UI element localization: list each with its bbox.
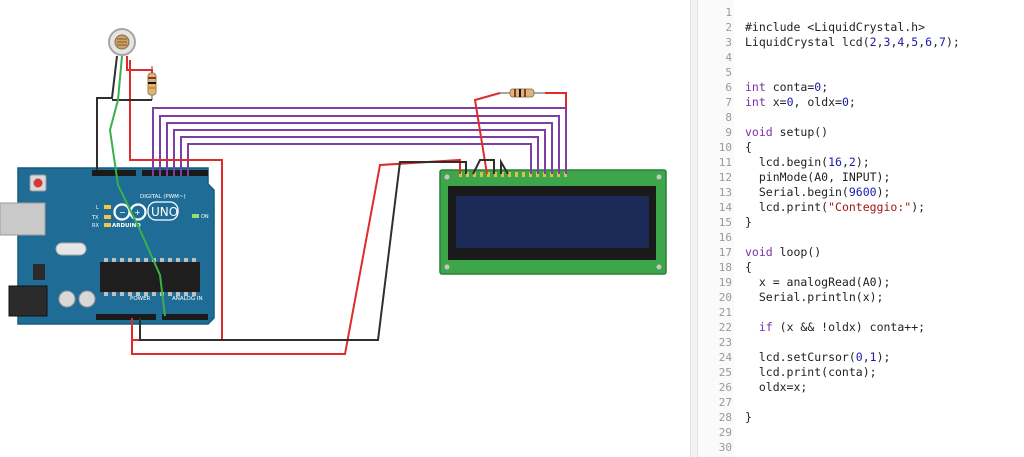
code-line[interactable]: LiquidCrystal lcd(2,3,4,5,6,7); [745, 35, 960, 49]
led-tx [104, 215, 111, 219]
power-header-label: POWER [130, 296, 151, 302]
model-label: UNO [151, 205, 178, 219]
usb-connector [0, 202, 46, 236]
line-number: 9 [725, 126, 732, 139]
label-on: ON [201, 214, 209, 220]
green-wire[interactable] [108, 55, 166, 317]
digital-header-left[interactable] [92, 170, 136, 176]
crystal [55, 242, 87, 256]
code-line[interactable]: oldx=x; [745, 380, 808, 394]
line-number: 30 [718, 441, 732, 454]
line-number: 4 [725, 51, 732, 64]
code-line[interactable]: Serial.println(x); [745, 290, 884, 304]
mount-hole [656, 174, 662, 180]
line-number: 1 [725, 6, 732, 19]
label-l: L [96, 205, 99, 211]
code-line[interactable]: } [745, 410, 752, 424]
atmega-chip [100, 262, 200, 292]
code-line[interactable]: x = analogRead(A0); [745, 275, 891, 289]
reset-button-cap[interactable] [33, 178, 43, 188]
line-number: 21 [718, 306, 732, 319]
arduino-uno-board[interactable]: L TX RX ON − + UNO ARDUINO DIGITAL (PWM~… [0, 167, 215, 325]
svg-text:+: + [134, 208, 141, 217]
line-number: 23 [718, 336, 732, 349]
uno-badge [147, 201, 179, 221]
line-number: 10 [718, 141, 732, 154]
black-wires[interactable] [96, 55, 509, 341]
analog-header[interactable] [162, 314, 208, 320]
line-number: 29 [718, 426, 732, 439]
digital-header-label: DIGITAL (PWM~) [140, 194, 186, 200]
led-l [104, 205, 111, 209]
code-line[interactable]: lcd.print("Conteggio:"); [745, 200, 926, 214]
line-number: 20 [718, 291, 732, 304]
led-rx [104, 223, 111, 227]
line-number: 6 [725, 81, 732, 94]
lcd-pins[interactable] [459, 172, 567, 177]
analog-header-label: ANALOG IN [172, 296, 203, 302]
line-number: 24 [718, 351, 732, 364]
line-number: 25 [718, 366, 732, 379]
code-line[interactable]: lcd.begin(16,2); [745, 155, 870, 169]
code-line[interactable]: lcd.setCursor(0,1); [745, 350, 891, 364]
line-number: 7 [725, 96, 732, 109]
circuit-diagram[interactable]: L TX RX ON − + UNO ARDUINO DIGITAL (PWM~… [0, 0, 690, 457]
lcd-16x2-module[interactable] [439, 169, 667, 275]
code-line[interactable]: void setup() [745, 125, 829, 139]
lcd-screen [456, 196, 649, 248]
line-number: 16 [718, 231, 732, 244]
line-number: 27 [718, 396, 732, 409]
code-line[interactable]: void loop() [745, 245, 822, 259]
code-line[interactable]: #include <LiquidCrystal.h> [745, 20, 926, 34]
line-number: 28 [718, 411, 732, 424]
line-number: 19 [718, 276, 732, 289]
power-jack [8, 285, 48, 317]
panel-splitter[interactable] [690, 0, 698, 457]
mount-hole [444, 174, 450, 180]
resistor-pulldown[interactable] [147, 66, 157, 100]
power-header[interactable] [96, 314, 156, 320]
line-number: 18 [718, 261, 732, 274]
line-number: 13 [718, 186, 732, 199]
line-number: 11 [718, 156, 732, 169]
code-line[interactable]: lcd.print(conta); [745, 365, 877, 379]
line-number: 22 [718, 321, 732, 334]
line-number: 5 [725, 66, 732, 79]
label-rx: RX [92, 223, 99, 229]
line-number: 26 [718, 381, 732, 394]
circuit-canvas[interactable]: L TX RX ON − + UNO ARDUINO DIGITAL (PWM~… [0, 0, 690, 457]
code-line[interactable]: } [745, 215, 752, 229]
mount-hole [656, 264, 662, 270]
line-number: 8 [725, 111, 732, 124]
code-line[interactable]: { [745, 140, 752, 154]
code-line[interactable]: int conta=0; [745, 80, 829, 94]
line-number: 2 [725, 21, 732, 34]
capacitor [58, 290, 76, 308]
voltage-regulator [33, 264, 45, 280]
photoresistor[interactable] [108, 28, 136, 56]
label-tx: TX [91, 215, 99, 221]
line-number: 3 [725, 36, 732, 49]
code-line[interactable]: int x=0, oldx=0; [745, 95, 856, 109]
code-line[interactable]: { [745, 260, 752, 274]
brand-label: ARDUINO [112, 223, 141, 229]
mount-hole [444, 264, 450, 270]
code-line[interactable]: Serial.begin(9600); [745, 185, 891, 199]
line-number: 12 [718, 171, 732, 184]
code-line[interactable]: if (x && !oldx) conta++; [758, 320, 926, 334]
capacitor [78, 290, 96, 308]
led-on [192, 214, 199, 218]
svg-text:−: − [119, 208, 126, 217]
line-number: 14 [718, 201, 732, 214]
line-number: 15 [718, 216, 732, 229]
resistor-backlight[interactable] [500, 88, 545, 98]
code-line[interactable]: pinMode(A0, INPUT); [745, 170, 891, 184]
line-number: 17 [718, 246, 732, 259]
